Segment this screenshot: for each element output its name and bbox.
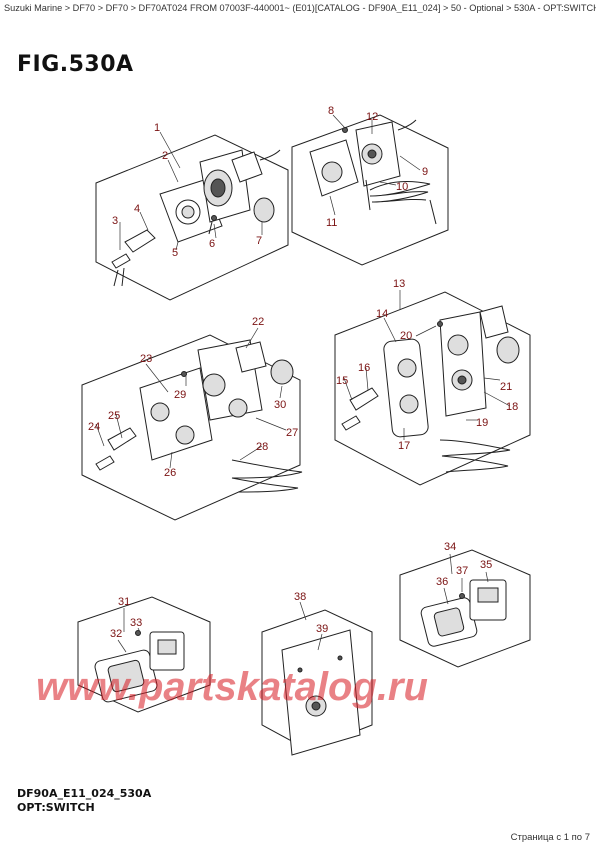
callout-19: 19 — [476, 417, 488, 429]
leader-lines — [95, 114, 511, 653]
callout-2: 2 — [162, 150, 168, 162]
small-switch-assembly-34 — [420, 579, 507, 647]
figure-name: OPT:SWITCH — [17, 801, 95, 814]
callout-15: 15 — [336, 375, 348, 387]
watermark: www.partskatalog.ru — [36, 665, 428, 709]
callout-27: 27 — [286, 427, 298, 439]
breadcrumb[interactable]: Suzuki Marine > DF70 > DF70 > DF70AT024 … — [4, 3, 596, 13]
callout-36: 36 — [436, 576, 448, 588]
dual-switch-assembly-22 — [95, 339, 303, 493]
dual-switch-assembly-13 — [341, 305, 520, 473]
callout-23: 23 — [140, 353, 152, 365]
callout-29: 29 — [174, 389, 186, 401]
callout-24: 24 — [88, 421, 100, 433]
callout-3: 3 — [112, 215, 118, 227]
figure-code: DF90A_E11_024_530A — [17, 787, 152, 800]
callout-38: 38 — [294, 591, 306, 603]
callout-28: 28 — [256, 441, 268, 453]
callout-26: 26 — [164, 467, 176, 479]
callout-30: 30 — [274, 399, 286, 411]
group-outlines — [77, 114, 531, 751]
callout-12: 12 — [366, 111, 378, 123]
callout-20: 20 — [400, 330, 412, 342]
callout-11: 11 — [326, 217, 337, 229]
small-switch-assembly-31 — [94, 630, 185, 703]
plate-switch-assembly-38 — [281, 629, 361, 756]
callout-16: 16 — [358, 362, 370, 374]
callout-6: 6 — [209, 238, 215, 250]
callout-22: 22 — [252, 316, 264, 328]
callout-39: 39 — [316, 623, 328, 635]
callout-31: 31 — [118, 596, 130, 608]
page-counter: Страница с 1 по 7 — [510, 832, 590, 843]
callout-14: 14 — [376, 308, 388, 320]
callout-21: 21 — [500, 381, 512, 393]
callout-1: 1 — [154, 122, 160, 134]
callout-32: 32 — [110, 628, 122, 640]
callout-17: 17 — [398, 440, 410, 452]
callout-numbers: 1 2 3 4 5 6 7 8 12 9 10 11 13 14 20 15 1… — [88, 105, 518, 640]
callout-25: 25 — [108, 410, 120, 422]
callout-4: 4 — [134, 203, 140, 215]
callout-5: 5 — [172, 247, 178, 259]
callout-37: 37 — [456, 565, 468, 577]
key-switch-assembly-1 — [111, 149, 281, 287]
callout-13: 13 — [393, 278, 405, 290]
callout-34: 34 — [444, 541, 456, 553]
lanyard-switch-assembly-8 — [309, 119, 437, 225]
callout-33: 33 — [130, 617, 142, 629]
callout-18: 18 — [506, 401, 518, 413]
figure-title: FIG.530A — [17, 52, 134, 77]
callout-9: 9 — [422, 166, 428, 178]
callout-10: 10 — [396, 181, 408, 193]
callout-7: 7 — [256, 235, 262, 247]
callout-8: 8 — [328, 105, 334, 117]
callout-35: 35 — [480, 559, 492, 571]
